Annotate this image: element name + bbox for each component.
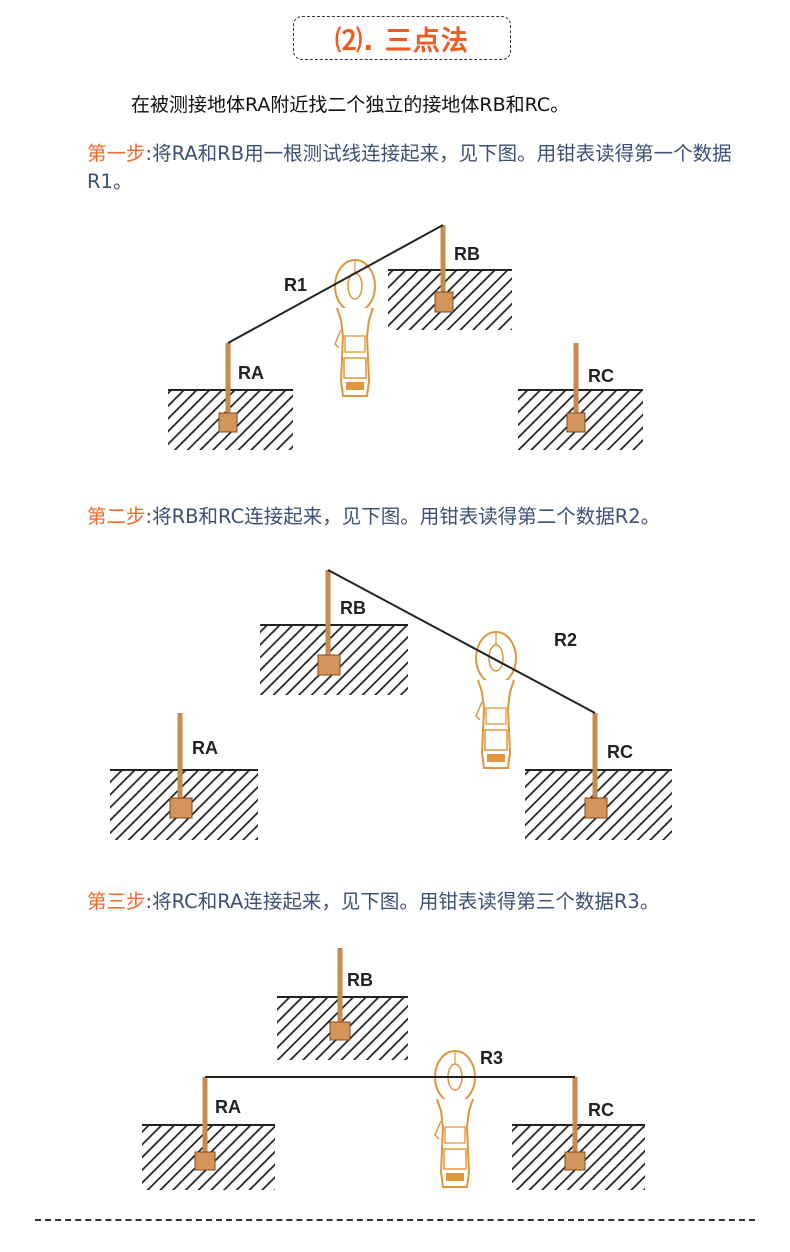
test-wire [227,224,444,344]
step-1-text: :将RA和RB用一根测试线连接起来，见下图。用钳表读得第一个数据R1。 [87,142,732,193]
test-wire [327,569,596,714]
step-2-text: :将RB和RC连接起来，见下图。用钳表读得第二个数据R2。 [145,505,661,528]
step-3: 第三步:将RC和RA连接起来，见下图。用钳表读得第三个数据R3。 [87,888,767,916]
label-rc: RC [588,1100,614,1120]
label-rc: RC [607,742,633,762]
section-title-box: ⑵. 三点法 [293,16,511,60]
label-ra: RA [192,738,218,758]
step-3-label: 第三步 [87,890,146,913]
diagram-2: RB R2 RA RC [110,569,672,840]
label-r2: R2 [554,630,577,650]
bottom-divider [35,1219,755,1221]
step-2-label: 第二步 [87,505,146,528]
intro-text: 在被测接地体RA附近找二个独立的接地体RB和RC。 [131,94,570,116]
label-rb: RB [454,244,480,264]
diagram-1: R1 RB RA RC [168,224,643,450]
label-r1: R1 [284,275,307,295]
step-1: 第一步:将RA和RB用一根测试线连接起来，见下图。用钳表读得第一个数据R1。 [87,140,767,196]
step-1-label: 第一步 [87,142,146,165]
label-r3: R3 [480,1048,503,1068]
label-rb: RB [340,598,366,618]
section-title: ⑵. 三点法 [335,25,469,57]
diagram-3: RB R3 RA RC [142,948,645,1190]
step-3-text: :将RC和RA连接起来，见下图。用钳表读得第三个数据R3。 [145,890,660,913]
label-ra: RA [238,363,264,383]
step-2: 第二步:将RB和RC连接起来，见下图。用钳表读得第二个数据R2。 [87,503,767,531]
clamp-meter-icon [434,1050,476,1188]
label-rb: RB [347,970,373,990]
label-rc: RC [588,366,614,386]
label-ra: RA [215,1097,241,1117]
